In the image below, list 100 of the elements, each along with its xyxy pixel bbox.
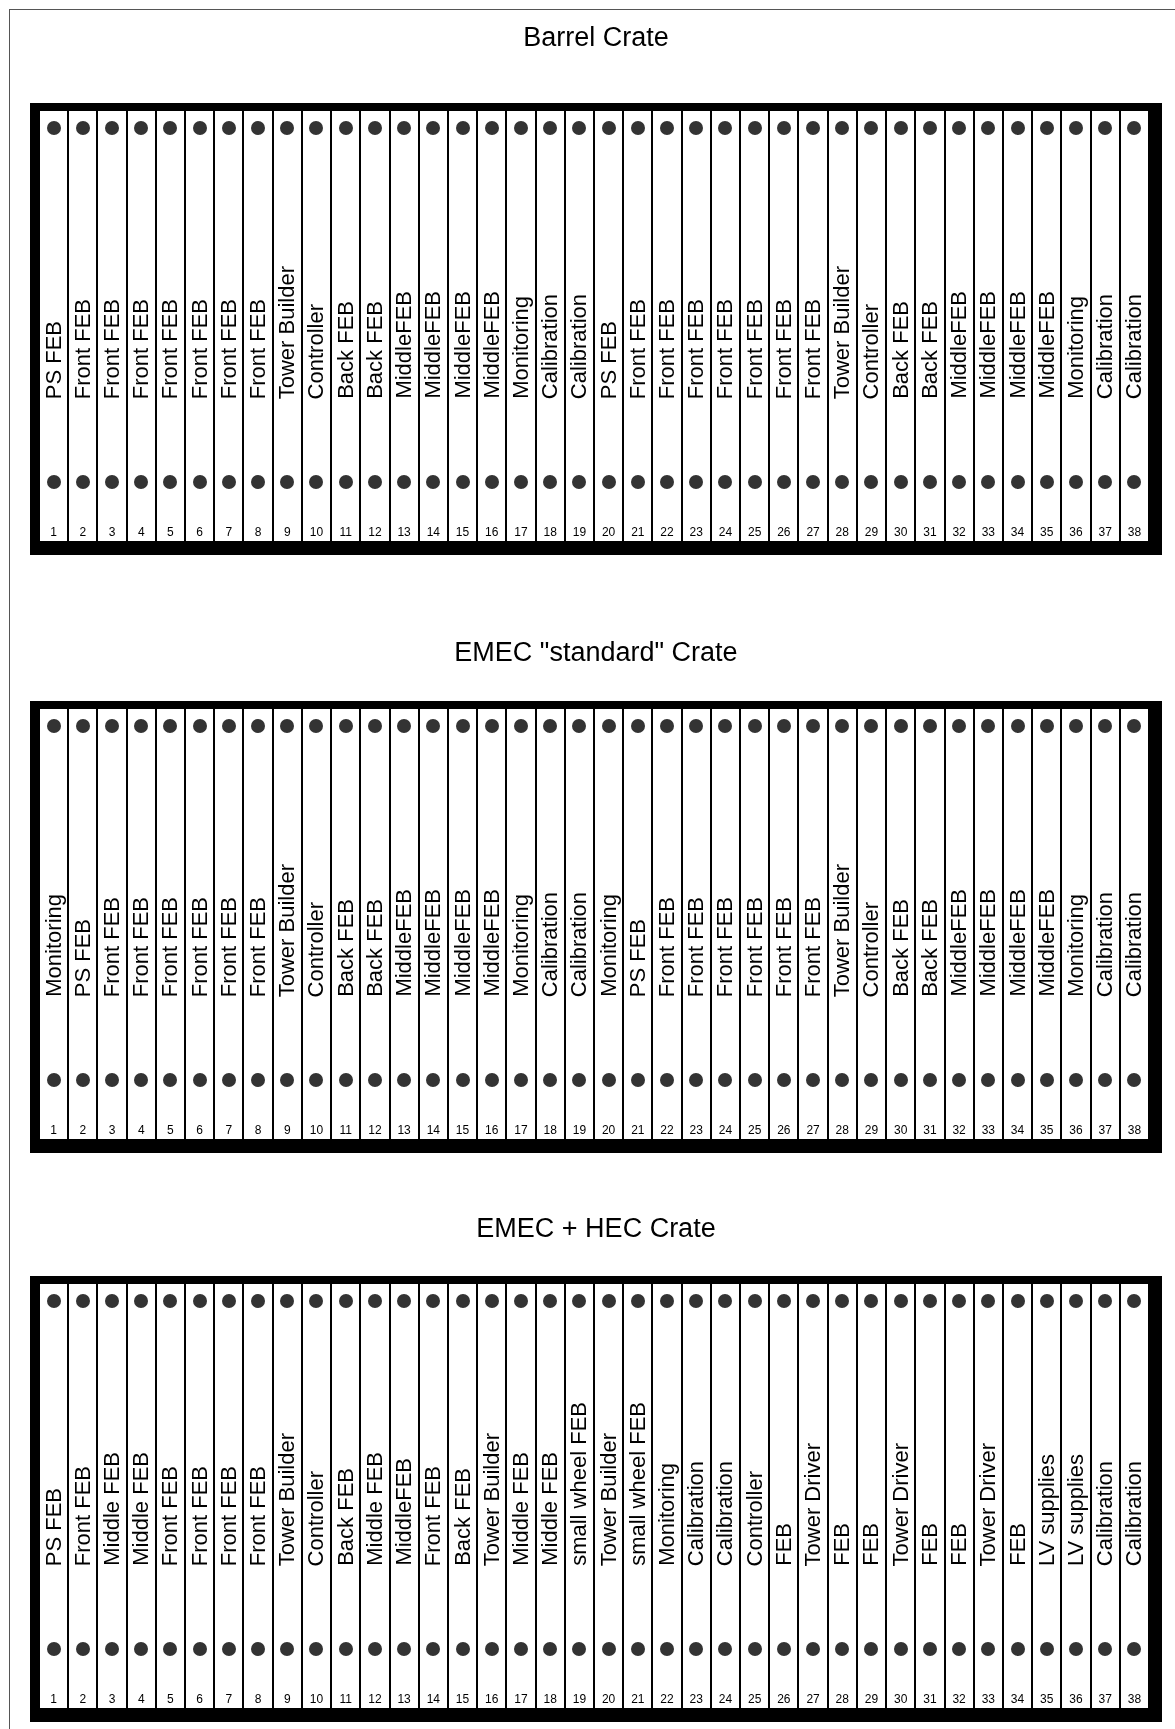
slot-number: 25 — [746, 1123, 763, 1137]
slot-number: 32 — [951, 525, 967, 539]
slot-number: 29 — [863, 1123, 880, 1137]
slot-number: 11 — [338, 1123, 353, 1137]
slot-number: 16 — [484, 1692, 500, 1706]
board-label: Middle FEB — [508, 1452, 533, 1566]
board-label: Front FEB — [158, 1465, 183, 1566]
slot-number: 36 — [1068, 1692, 1084, 1706]
slot-number: 19 — [571, 1123, 588, 1137]
slot-number: 5 — [166, 1692, 175, 1706]
slot-number: 19 — [571, 525, 588, 539]
slot-number: 11 — [338, 1692, 353, 1706]
slot-number: 11 — [338, 525, 353, 539]
slot-number: 28 — [834, 1692, 850, 1706]
slot-number: 2 — [78, 1692, 88, 1706]
slot-number: 22 — [659, 1692, 675, 1706]
board-label: Front FEB — [421, 1465, 446, 1566]
slot-number: 36 — [1068, 1123, 1084, 1137]
crate-title: Barrel Crate — [523, 22, 669, 53]
slot-number: 1 — [49, 1692, 58, 1706]
slot-number: 18 — [542, 525, 558, 539]
board-label: MiddleFEB — [450, 291, 475, 399]
slot-number: 30 — [893, 1123, 909, 1137]
slot-number: 28 — [834, 525, 850, 539]
board-label: Front FEB — [246, 298, 271, 399]
board-label: Front FEB — [129, 298, 154, 399]
board-label: Tower Builder — [275, 863, 300, 997]
board-label: Calibration — [1122, 1460, 1147, 1566]
slot-number: 6 — [195, 525, 204, 539]
board-label: small wheel FEB — [567, 1402, 592, 1566]
board-label: Monitoring — [596, 894, 621, 997]
board-label: Front FEB — [216, 298, 241, 399]
board-label: Front FEB — [216, 1465, 241, 1566]
slot-number: 19 — [571, 1692, 588, 1706]
slot-number: 29 — [863, 1692, 880, 1706]
slot-number: 23 — [688, 1692, 704, 1706]
slot-number: 14 — [425, 1123, 441, 1137]
board-label: Monitoring — [655, 1463, 679, 1566]
board-label: Front FEB — [70, 1465, 95, 1566]
board-label: Tower Builder — [479, 1432, 504, 1566]
slot-number: 24 — [717, 525, 734, 539]
board-label: Back FEB — [450, 1468, 475, 1566]
board-label: MiddleFEB — [947, 889, 972, 997]
slot-number: 2 — [78, 1123, 88, 1137]
slot-number: 15 — [454, 1692, 471, 1706]
slot-number: 6 — [195, 1123, 204, 1137]
slot-number: 7 — [224, 525, 234, 539]
board-label: Monitoring — [41, 894, 66, 997]
slot-number: 16 — [484, 525, 500, 539]
slot-number: 36 — [1068, 525, 1084, 539]
slot-number: 32 — [951, 1692, 967, 1706]
slot-number: 24 — [717, 1692, 734, 1706]
slot-number: 12 — [367, 1123, 383, 1137]
slot-number: 37 — [1097, 1123, 1113, 1137]
board-label: MiddleFEB — [1005, 889, 1030, 997]
slot-number: 34 — [1009, 525, 1026, 539]
slot-number: 22 — [659, 1123, 675, 1137]
slot-number: 31 — [922, 525, 938, 539]
board-label: Middle FEB — [100, 1452, 124, 1566]
slot-number: 22 — [659, 525, 675, 539]
board-label: Calibration — [1122, 293, 1147, 399]
slot-number: 38 — [1126, 1123, 1143, 1137]
board-label: MiddleFEB — [947, 291, 972, 399]
board-label: Controller — [742, 1470, 767, 1566]
board-label: Calibration — [684, 1460, 709, 1566]
slot-number: 3 — [107, 1123, 117, 1137]
slot-number: 1 — [49, 1123, 58, 1137]
board-label: Controller — [304, 901, 329, 997]
board-label: FEB — [830, 1523, 855, 1566]
slot-number: 28 — [834, 1123, 850, 1137]
board-label: Monitoring — [508, 296, 533, 399]
slot-number: 26 — [776, 525, 792, 539]
slot-number: 34 — [1009, 1692, 1026, 1706]
slot-number: 30 — [893, 525, 909, 539]
board-label: PS FEB — [625, 918, 650, 997]
board-label: LV supplies — [1063, 1453, 1088, 1566]
board-label: Middle FEB — [538, 1452, 563, 1566]
board-label: Calibration — [1093, 891, 1118, 997]
board-label: Front FEB — [246, 896, 271, 997]
slot-number: 13 — [396, 525, 412, 539]
slot-number: 16 — [484, 1123, 500, 1137]
slot-number: 13 — [396, 1692, 412, 1706]
slot-number: 4 — [136, 1123, 146, 1137]
board-label: Tower Builder — [596, 1432, 621, 1566]
board-label: Front FEB — [216, 896, 241, 997]
board-label: Calibration — [713, 1460, 738, 1566]
board-label: Back FEB — [888, 301, 913, 399]
slot-number: 38 — [1126, 1692, 1143, 1706]
board-label: Tower Builder — [830, 863, 855, 997]
board-label: Front FEB — [187, 896, 212, 997]
slot-number: 27 — [805, 1692, 821, 1706]
board-label: PS FEB — [41, 320, 66, 399]
slot-number: 26 — [776, 1123, 792, 1137]
slot-number: 10 — [308, 1692, 325, 1706]
board-label: Controller — [304, 1470, 329, 1566]
board-label: FEB — [771, 1523, 796, 1566]
slot-number: 2 — [78, 525, 88, 539]
board-label: Back FEB — [362, 899, 387, 997]
slot-number: 14 — [425, 1692, 441, 1706]
slot-number: 1 — [49, 525, 58, 539]
